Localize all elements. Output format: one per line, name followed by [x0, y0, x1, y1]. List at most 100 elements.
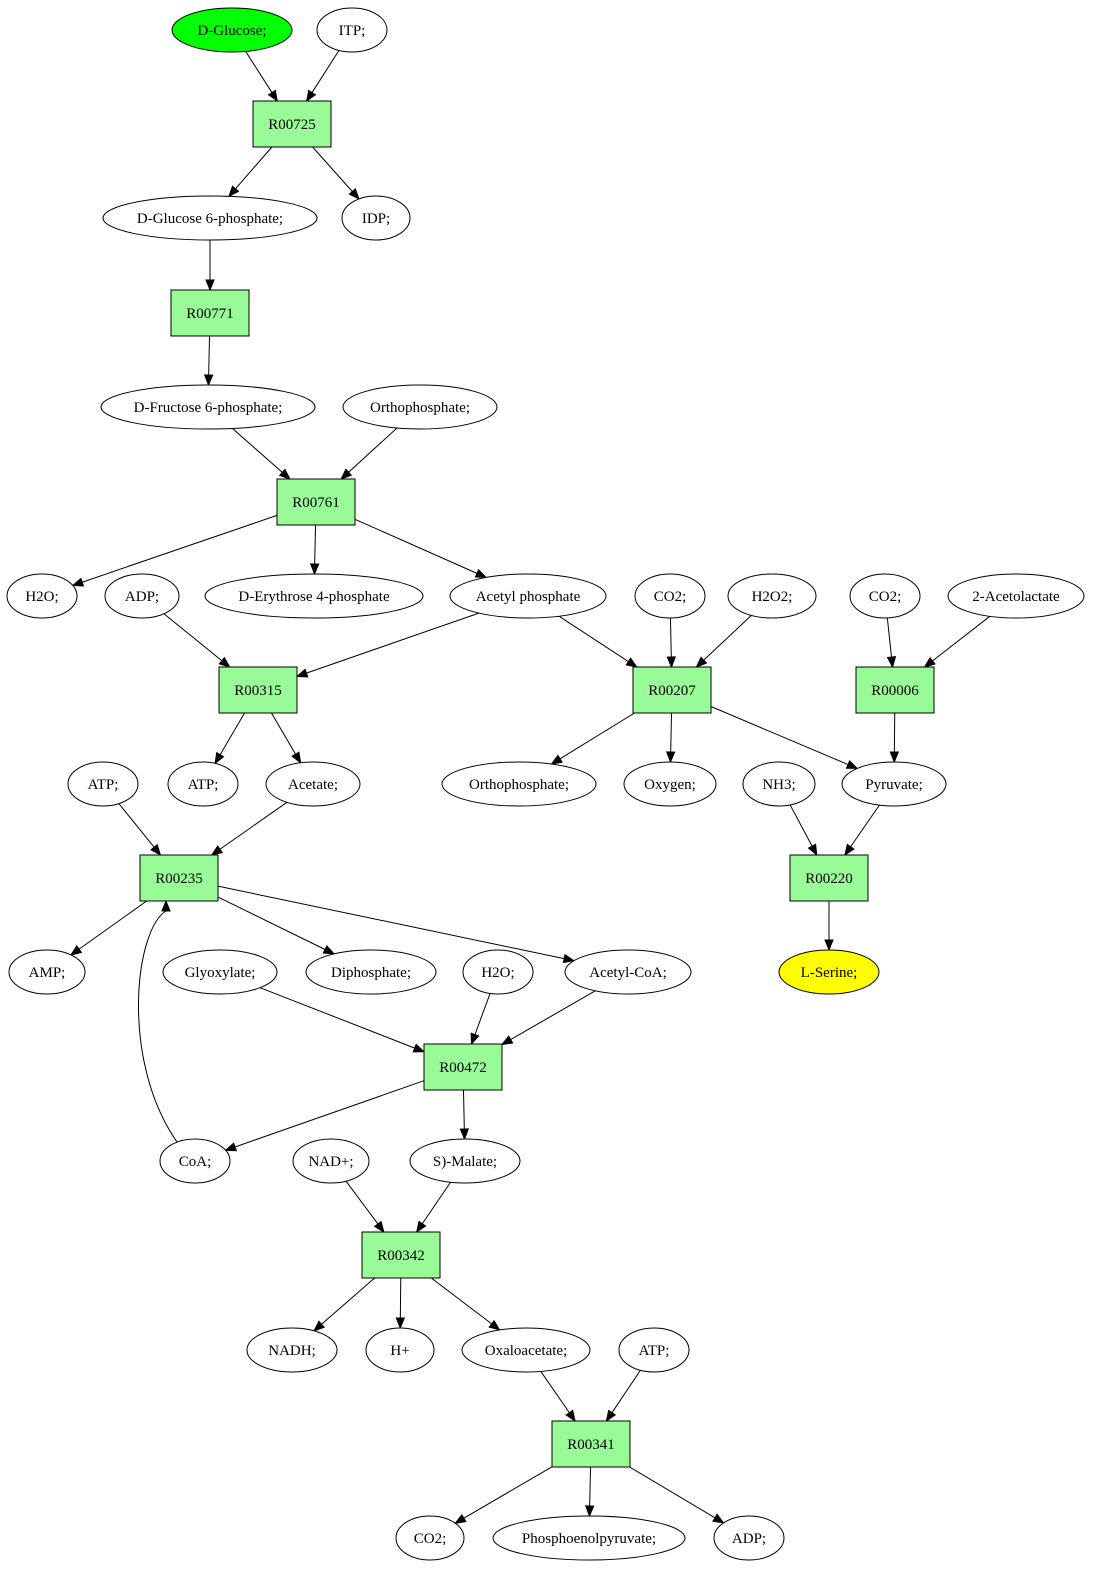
edge-line	[850, 804, 880, 848]
arrow-head	[395, 1317, 406, 1330]
reaction-node-r00771[interactable]: R00771	[170, 289, 250, 337]
node-label: R00342	[377, 1248, 425, 1264]
edge-r00341-to-n_pep	[584, 1466, 595, 1518]
compound-ellipse	[713, 1515, 785, 1561]
reaction-node-r00235[interactable]: R00235	[139, 854, 219, 902]
compound-node-acetyl-coa[interactable]: Acetyl-CoA;	[564, 949, 692, 995]
reaction-node-r00220[interactable]: R00220	[789, 854, 869, 902]
compound-node-oxygen[interactable]: Oxygen;	[623, 761, 717, 807]
compound-node-orthophosphate[interactable]: Orthophosphate;	[441, 761, 597, 807]
compound-ellipse	[341, 195, 411, 241]
edge-n_coa-to-r00235	[138, 899, 178, 1143]
arrow-head	[666, 656, 677, 669]
reaction-node-r00761[interactable]: R00761	[276, 478, 356, 526]
arrow-head	[500, 1035, 514, 1046]
node-label: CO2;	[414, 1531, 447, 1547]
edge-line	[163, 613, 223, 662]
reaction-node-r00006[interactable]: R00006	[855, 666, 935, 714]
node-label: ATP;	[639, 1343, 670, 1359]
node-label: ADP;	[732, 1531, 766, 1547]
compound-ellipse	[342, 384, 498, 430]
reaction-node-r00315[interactable]: R00315	[218, 666, 298, 714]
compound-node-adp[interactable]: ADP;	[713, 1515, 785, 1561]
edge-line	[462, 1089, 465, 1130]
edge-line	[235, 146, 273, 190]
compound-node-oxaloacetate[interactable]: Oxaloacetate;	[461, 1327, 591, 1373]
compound-node-co2[interactable]: CO2;	[395, 1515, 465, 1561]
arrow-head	[824, 939, 834, 952]
edge-line	[217, 896, 326, 950]
node-label: D-Fructose 6-phosphate;	[134, 400, 283, 416]
compound-node-acetyl-phosphate[interactable]: Acetyl phosphate	[449, 573, 607, 619]
compound-node-pyruvate[interactable]: Pyruvate;	[841, 761, 947, 807]
reaction-box	[276, 478, 356, 526]
compound-node-acetate[interactable]: Acetate;	[265, 761, 361, 807]
edge-r00725-to-n_g6p	[228, 146, 273, 198]
edge-r00341-to-n_co2c	[454, 1466, 553, 1524]
compound-node-diphosphate[interactable]: Diphosphate;	[305, 949, 437, 995]
edge-line	[430, 1277, 492, 1325]
compound-node-adp[interactable]: ADP;	[104, 573, 180, 619]
compound-node-h[interactable]: H+	[365, 1327, 435, 1373]
compound-node-d-glucose[interactable]: D-Glucose;	[171, 7, 293, 53]
compound-node-atp[interactable]: ATP;	[67, 761, 139, 807]
compound-ellipse	[159, 1138, 231, 1184]
compound-node-d-glucose-6-phosphate[interactable]: D-Glucose 6-phosphate;	[102, 195, 318, 241]
edge-line	[232, 428, 283, 473]
compound-node-2-acetolactate[interactable]: 2-Acetolactate	[947, 573, 1085, 619]
reaction-node-r00207[interactable]: R00207	[632, 666, 712, 714]
arrow-head	[470, 1032, 480, 1046]
compound-node-orthophosphate[interactable]: Orthophosphate;	[342, 384, 498, 430]
compound-node-s-malate[interactable]: S)-Malate;	[409, 1138, 521, 1184]
compound-node-atp[interactable]: ATP;	[167, 761, 239, 807]
compound-ellipse	[100, 384, 316, 430]
compound-node-co2[interactable]: CO2;	[634, 573, 706, 619]
compound-ellipse	[102, 195, 318, 241]
compound-node-nadh[interactable]: NADH;	[246, 1327, 338, 1373]
arrow-head	[71, 577, 85, 587]
compound-node-d-erythrose-4-phosphate[interactable]: D-Erythrose 4-phosphate	[204, 573, 424, 619]
compound-node-nad[interactable]: NAD+;	[292, 1138, 370, 1184]
arrow-head	[295, 668, 309, 678]
node-label: Orthophosphate;	[469, 777, 569, 793]
node-label: R00220	[805, 871, 853, 887]
compound-node-h2o[interactable]: H2O;	[462, 949, 534, 995]
compound-node-co2[interactable]: CO2;	[849, 573, 921, 619]
compound-ellipse	[167, 761, 239, 807]
arrow-head	[150, 843, 162, 857]
arrow-head	[69, 944, 83, 956]
edge-r00725-to-n_idp	[312, 146, 360, 200]
compound-node-l-serine[interactable]: L-Serine;	[778, 949, 880, 995]
edge-line	[314, 524, 317, 565]
node-label: R00472	[439, 1060, 487, 1076]
node-label: H2O2;	[752, 589, 793, 605]
edge-line	[138, 910, 178, 1143]
compound-node-itp[interactable]: ITP;	[316, 7, 388, 53]
compound-ellipse	[305, 949, 437, 995]
reaction-node-r00342[interactable]: R00342	[361, 1231, 441, 1279]
compound-node-amp[interactable]: AMP;	[8, 949, 86, 995]
compound-node-h2o2[interactable]: H2O2;	[727, 573, 817, 619]
arrow-head	[845, 759, 859, 769]
arrow-head	[322, 945, 336, 955]
arrow-head	[454, 1513, 467, 1524]
compound-node-atp[interactable]: ATP;	[618, 1327, 690, 1373]
node-label: ADP;	[125, 589, 159, 605]
compound-node-idp[interactable]: IDP;	[341, 195, 411, 241]
compound-node-h2o[interactable]: H2O;	[6, 573, 78, 619]
compound-node-glyoxylate[interactable]: Glyoxylate;	[162, 949, 278, 995]
arrow-head	[218, 656, 231, 668]
edge-n_acetylcoa-to-r00472	[500, 990, 596, 1046]
edge-line	[629, 1466, 716, 1519]
edge-line	[540, 1371, 570, 1414]
edge-n_pyruvate-to-r00220	[844, 804, 880, 857]
reaction-node-r00725[interactable]: R00725	[252, 100, 332, 148]
compound-node-nh3[interactable]: NH3;	[742, 761, 816, 807]
compound-node-d-fructose-6-phosphate[interactable]: D-Fructose 6-phosphate;	[100, 384, 316, 430]
reaction-node-r00341[interactable]: R00341	[551, 1420, 631, 1468]
reaction-node-r00472[interactable]: R00472	[423, 1043, 503, 1091]
compound-node-coa[interactable]: CoA;	[159, 1138, 231, 1184]
compound-node-phosphoenolpyruvate[interactable]: Phosphoenolpyruvate;	[492, 1515, 686, 1561]
